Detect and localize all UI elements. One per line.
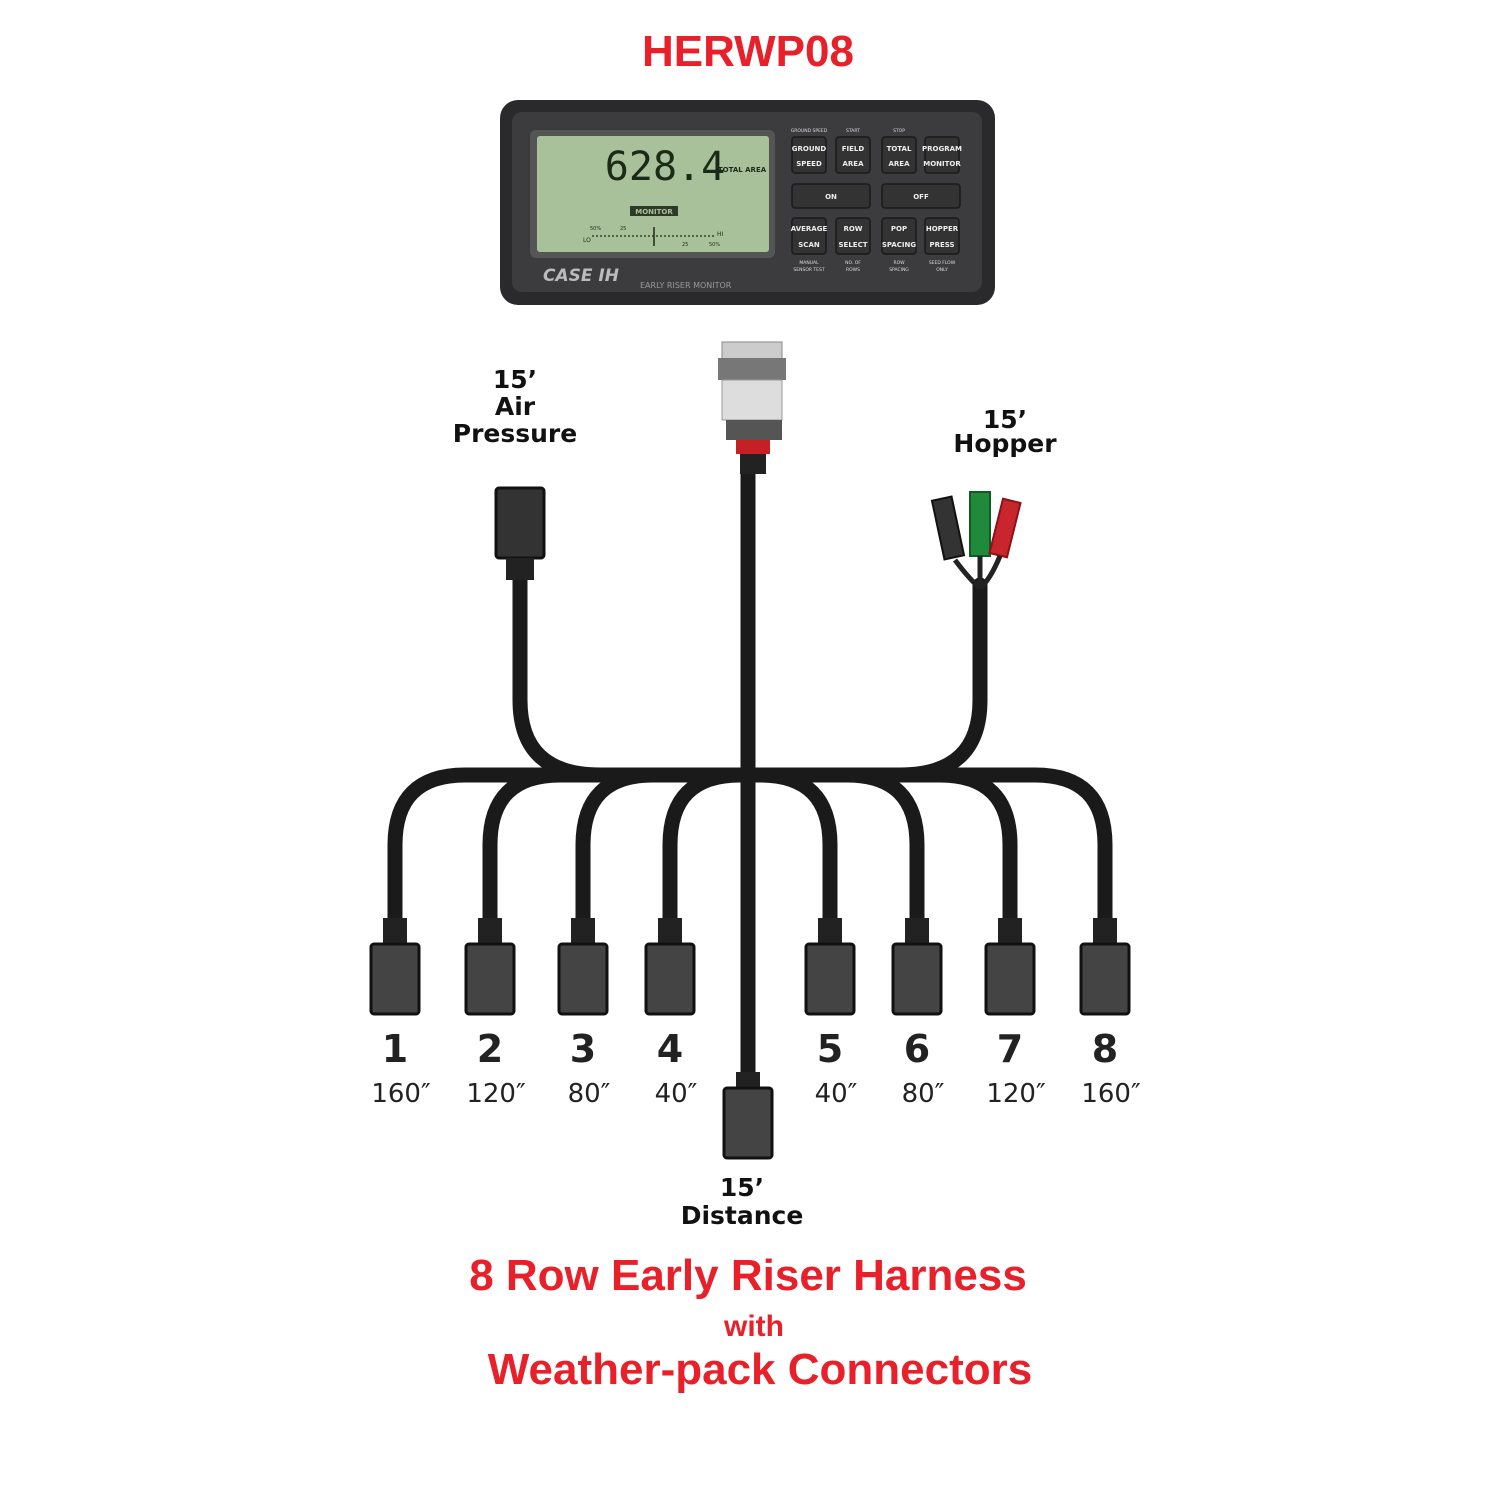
- row-number: 1: [382, 1027, 408, 1071]
- row-cable: [740, 767, 1018, 928]
- button-function-label: STOP: [893, 128, 905, 134]
- scale-hi: HI: [717, 231, 724, 238]
- button-function-label: ROWS: [846, 267, 860, 273]
- row-connector-7: [984, 918, 1036, 1016]
- caption-title: 8 Row Early Riser Harness: [469, 1251, 1027, 1300]
- button-function-label: ONLY: [936, 267, 948, 273]
- scale-label: 25: [682, 242, 688, 248]
- distance-length: 15’: [720, 1173, 764, 1202]
- button-label: SCAN: [798, 241, 820, 249]
- row-cable: [740, 767, 1113, 928]
- row-number: 5: [817, 1027, 843, 1071]
- monitor-button-total-area[interactable]: [881, 136, 917, 174]
- monitor-button-hopper-press[interactable]: [924, 217, 960, 255]
- row-cable: [740, 767, 838, 928]
- scale-label: 25: [620, 226, 626, 232]
- button-label: GROUND: [792, 145, 827, 153]
- button-function-label: GROUND SPEED: [791, 128, 828, 134]
- button-label: AVERAGE: [791, 225, 828, 233]
- off-label: OFF: [913, 193, 929, 201]
- air-pressure-label-2: Pressure: [453, 419, 577, 448]
- row-cable: [482, 767, 756, 928]
- scale-label: 50%: [709, 242, 720, 248]
- monitor-button-field-area[interactable]: [835, 136, 871, 174]
- row-number: 7: [997, 1027, 1023, 1071]
- button-function-label: SEED FLOW: [929, 260, 956, 266]
- product-code: HERWP08: [642, 27, 854, 76]
- row-connector-8: [1079, 918, 1131, 1016]
- monitor-button-average-scan[interactable]: [791, 217, 827, 255]
- row-number: 2: [477, 1027, 503, 1071]
- row-cable-length: 120″: [466, 1079, 526, 1109]
- scale-label: 50%: [590, 226, 601, 232]
- button-label: MONITOR: [923, 160, 961, 168]
- row-connector-1: [369, 918, 421, 1016]
- air-pressure-length: 15’: [493, 365, 537, 394]
- hopper-connector: [930, 491, 1022, 590]
- hopper-length: 15’: [983, 405, 1027, 434]
- button-function-label: SENSOR TEST: [793, 267, 824, 273]
- button-label: AREA: [888, 160, 910, 168]
- display-unit: TOTAL AREA: [718, 166, 767, 174]
- monitor-plug: [718, 341, 786, 474]
- button-function-label: NO. OF: [845, 260, 861, 266]
- row-cable: [575, 767, 756, 928]
- caption-subtitle: Weather-pack Connectors: [488, 1345, 1032, 1394]
- row-cable-length: 160″: [1081, 1079, 1141, 1109]
- air-pressure-label-1: Air: [495, 392, 536, 421]
- brand-logo: CASE IH: [543, 266, 619, 286]
- distance-label: Distance: [681, 1201, 804, 1230]
- row-cable-length: 40″: [655, 1079, 698, 1109]
- on-label: ON: [825, 193, 837, 201]
- monitor-button-pop-spacing[interactable]: [881, 217, 917, 255]
- button-label: PRESS: [929, 241, 954, 249]
- row-connector-5: [804, 918, 856, 1016]
- row-cable: [662, 767, 756, 928]
- row-cable-length: 40″: [815, 1079, 858, 1109]
- button-label: SPEED: [796, 160, 822, 168]
- button-function-label: MANUAL: [799, 260, 819, 266]
- button-label: HOPPER: [926, 225, 959, 233]
- caption-with: with: [723, 1310, 784, 1343]
- air-pressure-connector: [494, 486, 546, 580]
- row-number: 4: [657, 1027, 683, 1071]
- row-connector-3: [557, 918, 609, 1016]
- button-function-label: START: [846, 128, 860, 134]
- row-cable: [387, 767, 756, 928]
- row-cable-length: 80″: [568, 1079, 611, 1109]
- display-value: 628.4: [605, 144, 725, 190]
- button-label: AREA: [842, 160, 864, 168]
- button-label: TOTAL: [887, 145, 912, 153]
- on-button[interactable]: [791, 183, 871, 209]
- off-button[interactable]: [881, 183, 961, 209]
- monitor-button-program-monitor[interactable]: [924, 136, 960, 174]
- display-mode: MONITOR: [635, 208, 673, 216]
- button-label: SPACING: [882, 241, 917, 249]
- row-connector-4: [644, 918, 696, 1016]
- monitor: 628.4 TOTAL AREA MONITOR LO HI 50% 25 25…: [500, 100, 995, 305]
- button-function-label: SPACING: [889, 267, 909, 273]
- lcd-screen: [537, 136, 769, 252]
- row-number: 8: [1092, 1027, 1118, 1071]
- row-cable-length: 160″: [371, 1079, 431, 1109]
- row-cable-length: 120″: [986, 1079, 1046, 1109]
- button-label: FIELD: [842, 145, 865, 153]
- hopper-label: Hopper: [953, 429, 1057, 458]
- monitor-button-row-select[interactable]: [835, 217, 871, 255]
- scale-lo: LO: [583, 237, 591, 244]
- row-number: 6: [904, 1027, 930, 1071]
- row-connector-6: [891, 918, 943, 1016]
- row-cable-length: 80″: [902, 1079, 945, 1109]
- button-label: ROW: [843, 225, 862, 233]
- distance-connector: [722, 1072, 774, 1160]
- button-label: PROGRAM: [922, 145, 962, 153]
- button-label: SELECT: [839, 241, 868, 249]
- row-connector-2: [464, 918, 516, 1016]
- monitor-button-ground-speed[interactable]: [791, 136, 827, 174]
- button-function-label: ROW: [893, 260, 905, 266]
- cables: [387, 462, 1113, 1088]
- model-name: EARLY RISER MONITOR: [640, 281, 732, 290]
- button-label: POP: [891, 225, 907, 233]
- row-number: 3: [570, 1027, 596, 1071]
